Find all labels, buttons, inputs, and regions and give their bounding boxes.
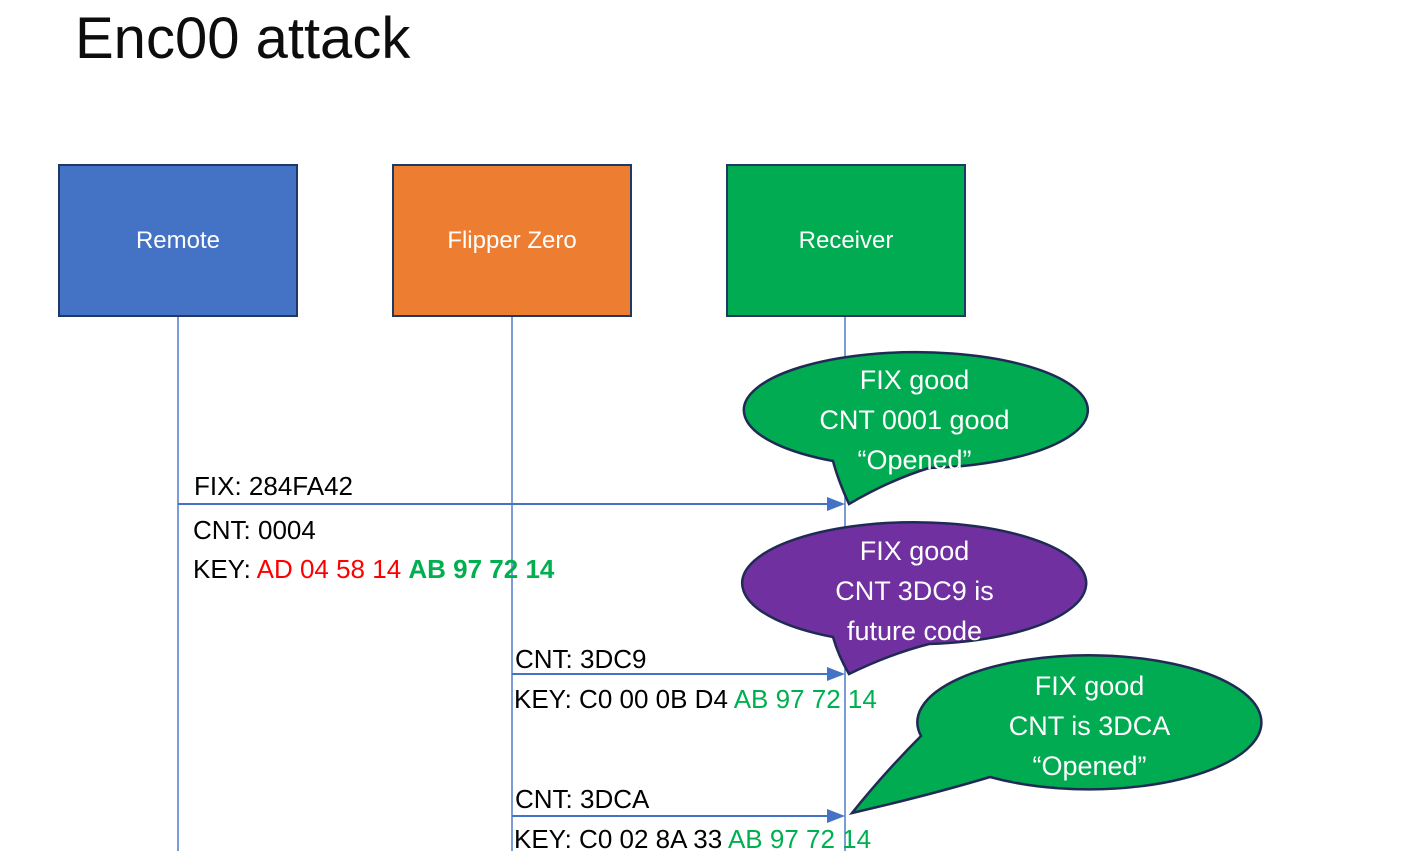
message-arrow-2 xyxy=(512,667,845,681)
bubble-2-line-3: future code xyxy=(846,616,983,646)
actor-label-receiver: Receiver xyxy=(798,226,894,254)
speech-bubble-1-shape xyxy=(742,350,1090,506)
bubble-2-line-1: FIX good xyxy=(859,536,970,566)
message-2-key-prefix: KEY: xyxy=(514,684,580,714)
message-3-cnt-text: CNT: 3DCA xyxy=(515,784,650,814)
message-1-key-line: KEY: AD 04 58 14 AB 97 72 14 xyxy=(193,550,554,589)
message-1-key-red-bytes: AD 04 58 14 xyxy=(256,554,409,584)
actor-label-remote: Remote xyxy=(135,226,221,254)
message-2-key-line: KEY: C0 00 0B D4 AB 97 72 14 xyxy=(514,680,877,719)
actor-label-flipper-zero: Flipper Zero xyxy=(447,226,577,254)
message-arrow-1 xyxy=(178,497,845,511)
message-2-cnt-text: CNT: 3DC9 xyxy=(515,644,647,674)
message-1-fix-text: FIX: 284FA42 xyxy=(194,471,353,501)
bubble-3-line-1: FIX good xyxy=(1034,671,1145,701)
message-1-key-prefix: KEY: xyxy=(193,554,257,584)
message-arrow-1-head xyxy=(827,497,845,511)
bubble-1-line-1: FIX good xyxy=(859,365,970,395)
actor-box-remote: Remote xyxy=(58,164,298,317)
message-arrow-3 xyxy=(512,809,845,823)
message-3-key-black-bytes: C0 02 8A 33 xyxy=(579,824,728,854)
message-3-key-line: KEY: C0 02 8A 33 AB 97 72 14 xyxy=(514,820,871,859)
bubble-3-line-2: CNT is 3DCA xyxy=(1008,711,1171,741)
page-title: Enc00 attack xyxy=(75,6,411,71)
actor-box-flipper-zero: Flipper Zero xyxy=(392,164,632,317)
message-2-key-black-bytes: C0 00 0B D4 xyxy=(579,684,734,714)
message-3-cnt-label: CNT: 3DCA xyxy=(515,780,649,819)
message-1-payload: CNT: 0004 KEY: AD 04 58 14 AB 97 72 14 xyxy=(193,511,554,589)
message-1-cnt-text: CNT: 0004 xyxy=(193,515,316,545)
speech-bubble-2-shape xyxy=(740,520,1088,676)
message-arrow-3-head xyxy=(827,809,845,823)
bubble-1-line-2: CNT 0001 good xyxy=(819,405,1010,435)
message-arrow-2-head xyxy=(827,667,845,681)
actor-box-receiver: Receiver xyxy=(726,164,966,317)
message-3-key-prefix: KEY: xyxy=(514,824,580,854)
speech-bubble-2-text: FIX good CNT 3DC9 is future code xyxy=(742,531,1087,651)
bubble-1-line-3: “Opened” xyxy=(857,445,972,475)
speech-bubble-1-text: FIX good CNT 0001 good “Opened” xyxy=(742,360,1087,480)
message-1-fix-label: FIX: 284FA42 xyxy=(194,467,353,506)
speech-bubble-3-text: FIX good CNT is 3DCA “Opened” xyxy=(917,666,1262,786)
message-3-key-green-bytes: AB 97 72 14 xyxy=(727,824,872,854)
message-2-cnt-label: CNT: 3DC9 xyxy=(515,640,646,679)
bubble-2-line-2: CNT 3DC9 is xyxy=(835,576,994,606)
message-2-key-green-bytes: AB 97 72 14 xyxy=(733,684,877,714)
speech-bubble-3-shape xyxy=(848,654,1263,816)
bubble-3-line-3: “Opened” xyxy=(1032,751,1147,781)
message-1-key-green-bytes: AB 97 72 14 xyxy=(408,554,555,584)
